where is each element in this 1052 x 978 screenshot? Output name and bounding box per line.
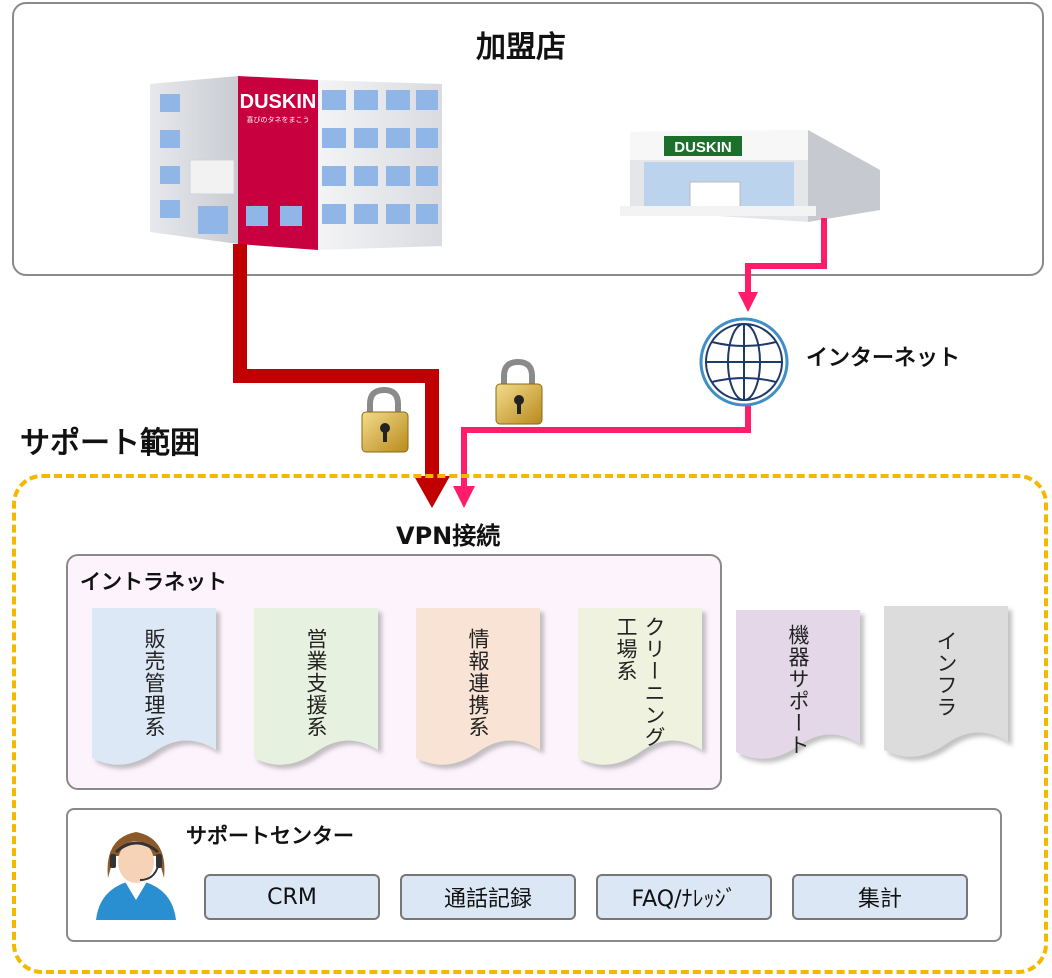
internet-arrow-top (738, 292, 758, 312)
faq-knowledge-button: FAQ/ﾅﾚｯｼﾞ (596, 874, 772, 920)
intranet-title: イントラネット (80, 570, 227, 594)
support-scope-box (12, 474, 1048, 974)
other-system-label: 機器サポート (786, 624, 810, 756)
crm-button: CRM (204, 874, 380, 920)
franchise-title: 加盟店 (476, 30, 566, 65)
aggregate-button: 集計 (792, 874, 968, 920)
intranet-system-label: 営業支援系 (304, 628, 328, 738)
support-center-title: サポートセンター (186, 824, 354, 848)
intranet-system-label: 販売管理系 (142, 628, 166, 738)
internet-label: インターネット (806, 346, 961, 371)
vpn-line (233, 244, 439, 480)
call-record-button: 通話記録 (400, 874, 576, 920)
intranet-system-label: 情報連携系 (466, 628, 490, 738)
vpn-label: VPN接続 (396, 522, 501, 550)
support-scope-title: サポート範囲 (20, 426, 200, 461)
other-system-label: インフラ (934, 630, 958, 718)
intranet-system-label: クリーニング工場系 (614, 616, 666, 748)
